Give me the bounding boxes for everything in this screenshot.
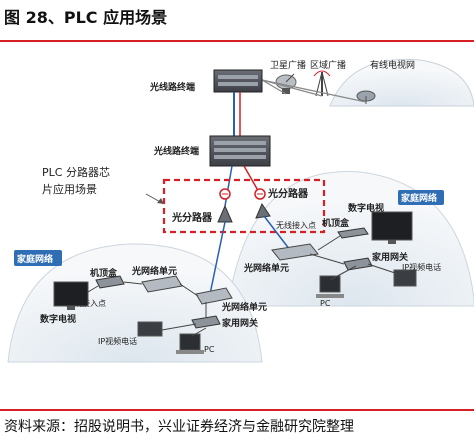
splitter-left-label: 光分路器 (171, 211, 213, 224)
fiber-link (209, 221, 226, 295)
left-gateway-device (191, 315, 221, 329)
cable-dish-icon (356, 90, 376, 104)
olt-mid-rack (209, 135, 271, 167)
left-onu2-label: 光网络单元 (221, 301, 267, 313)
splitter-left-wedge-icon (217, 204, 233, 223)
left-onu1-label: 光网络单元 (131, 265, 177, 277)
left-home-badge-bg (14, 250, 62, 266)
right-home-badge: 家庭网络 (401, 192, 437, 204)
fiber-link (224, 165, 233, 207)
right-wireless-label: 无线接入点 (276, 220, 316, 230)
right-digital-tv-label: 数字电视 (348, 202, 384, 214)
lan-cable (309, 253, 345, 265)
fiber-link (263, 215, 291, 251)
olt-top-label: 光线路终端 (149, 81, 195, 93)
lan-cable (123, 281, 143, 285)
lan-cable (179, 283, 199, 297)
regional-tv-label: 区域广播 (310, 59, 346, 71)
left-pc-icon (176, 333, 204, 354)
left-ip-phone-icon (137, 321, 163, 337)
right-onu-device (271, 243, 319, 261)
callout-line1: PLC 分路器芯 (42, 165, 110, 179)
olt-top-rack (213, 69, 263, 93)
left-pc-label: PC (204, 345, 215, 354)
lan-cable (87, 285, 99, 293)
right-pc-icon (316, 275, 344, 298)
callout-line2: 片应用场景 (42, 182, 97, 196)
feed-line (261, 79, 287, 95)
feed-line (261, 79, 367, 103)
lan-cable (329, 265, 357, 281)
left-onu1-device (141, 275, 183, 293)
left-digital-tv-label: 数字电视 (40, 313, 76, 325)
right-stb-device (337, 227, 369, 239)
plc-diagram: 卫星广播 区域广播 有线电视网 光线路终端 光线路终端 PLC 分路器芯 片应用… (7, 58, 474, 363)
splitter-highlight-box (162, 178, 326, 234)
callout-arrowhead (157, 198, 164, 204)
source-note: 资料来源：招股说明书，兴业证券经济与金融研究院整理 (4, 419, 354, 435)
splitter-right-wedge-icon (255, 202, 271, 219)
lan-cable (317, 235, 341, 251)
right-ip-phone-icon (393, 269, 417, 287)
left-stb-device (95, 275, 125, 289)
lan-cable (161, 323, 197, 331)
splitter-left-icon (219, 188, 231, 200)
bottom-divider (0, 409, 474, 411)
left-gateway-label: 家用网关 (222, 317, 258, 329)
lan-cable (367, 263, 399, 275)
right-gateway-label: 家用网关 (372, 251, 408, 263)
left-stb-label: 机顶盒 (90, 267, 118, 279)
left-tv-icon (53, 281, 89, 310)
right-pc-label: PC (320, 299, 331, 308)
lan-cable (191, 327, 207, 337)
right-tv-icon (371, 211, 413, 244)
cable-tv-label: 有线电视网 (370, 59, 415, 71)
right-onu-label: 光网络单元 (243, 262, 289, 274)
figure-title: 图 28、PLC 应用场景 (4, 8, 168, 27)
splitter-right-label: 光分路器 (267, 187, 309, 200)
right-ip-phone-label: IP视频电话 (402, 262, 441, 272)
left-home-badge: 家庭网络 (17, 253, 53, 265)
right-home-badge-bg (398, 190, 444, 205)
top-divider (0, 40, 474, 42)
satellite-tv-label: 卫星广播 (270, 59, 306, 71)
splitter-right-icon (254, 188, 266, 200)
left-ip-phone-label: IP视频电话 (98, 336, 137, 346)
olt-mid-label: 光线路终端 (153, 145, 199, 157)
right-stb-label: 机顶盒 (322, 217, 350, 229)
right-gateway-device (343, 257, 373, 271)
left-onu2-device (195, 287, 233, 305)
